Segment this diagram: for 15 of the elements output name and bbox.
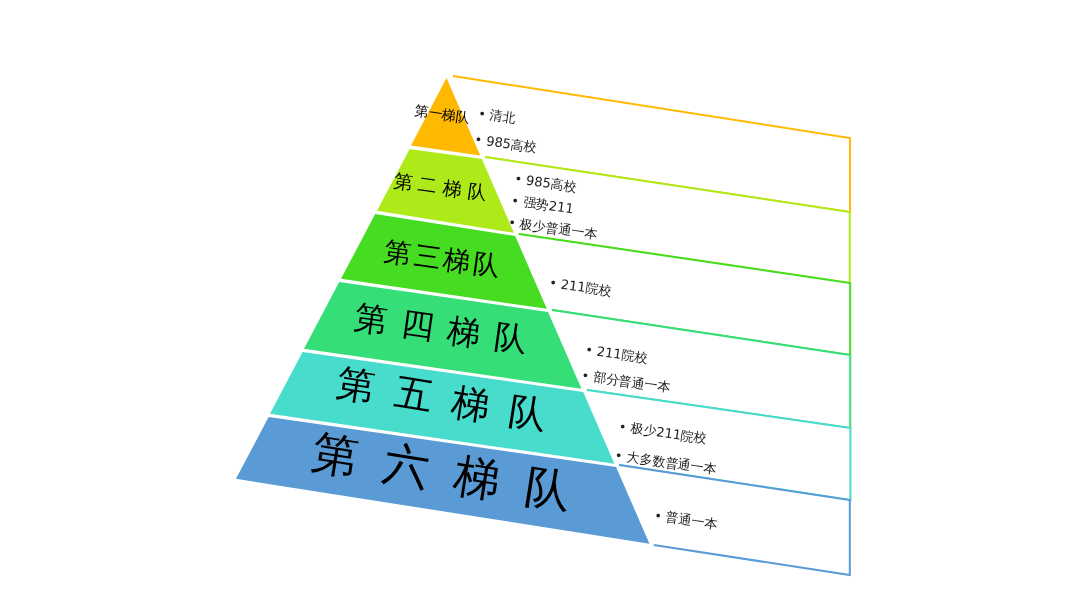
bullet-item: • 985高校: [512, 169, 579, 196]
bullet-item: • 普通一本: [652, 506, 720, 534]
bullet-item: • 大多数普通一本: [612, 446, 719, 479]
bullet-item: • 211院校: [547, 273, 613, 301]
bullet-item: • 211院校: [583, 340, 650, 368]
bullet-item: • 清北: [476, 104, 518, 129]
bullet-item: • 极少211院校: [616, 417, 709, 449]
bullet-item: • 985高校: [472, 130, 539, 158]
tier-label: 第四梯队: [351, 296, 544, 361]
bullet-item: • 部分普通一本: [579, 366, 673, 398]
tier-label: 第一梯队: [413, 103, 471, 127]
tier-label: 第三梯队: [380, 235, 505, 283]
bullet-item: • 极少普通一本: [506, 214, 599, 244]
tier-label: 第二梯队: [390, 169, 494, 205]
pyramid-tier: [411, 78, 481, 156]
